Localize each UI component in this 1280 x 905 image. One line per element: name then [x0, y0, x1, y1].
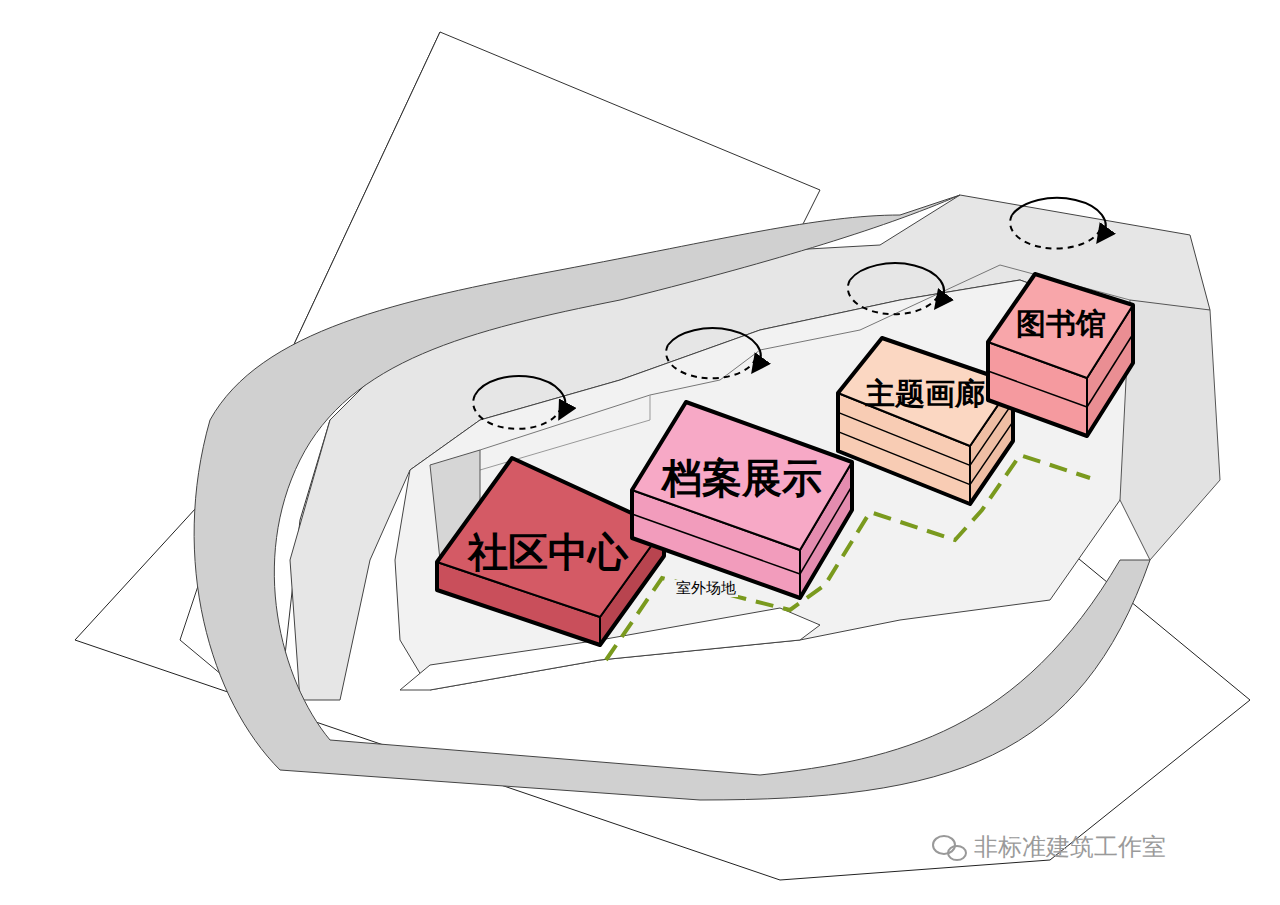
prism-shape	[628, 398, 856, 602]
watermark: 非标准建筑工作室	[972, 834, 1168, 860]
building-label: 图书馆	[1016, 309, 1106, 339]
site-base	[75, 32, 1250, 880]
building-volume: 社区中心	[433, 454, 668, 649]
wechat-icon	[933, 836, 966, 860]
building-volume: 档案展示	[628, 398, 856, 602]
area-label: 室外场地	[674, 580, 738, 597]
building-volume: 图书馆	[984, 270, 1137, 440]
building-label: 主题画廊	[865, 379, 985, 409]
building-label: 档案展示	[662, 458, 822, 498]
outdoor-boundary	[606, 455, 1090, 660]
prism-shape	[984, 270, 1137, 440]
building-label: 社区中心	[468, 532, 628, 572]
road-band	[194, 195, 1150, 800]
